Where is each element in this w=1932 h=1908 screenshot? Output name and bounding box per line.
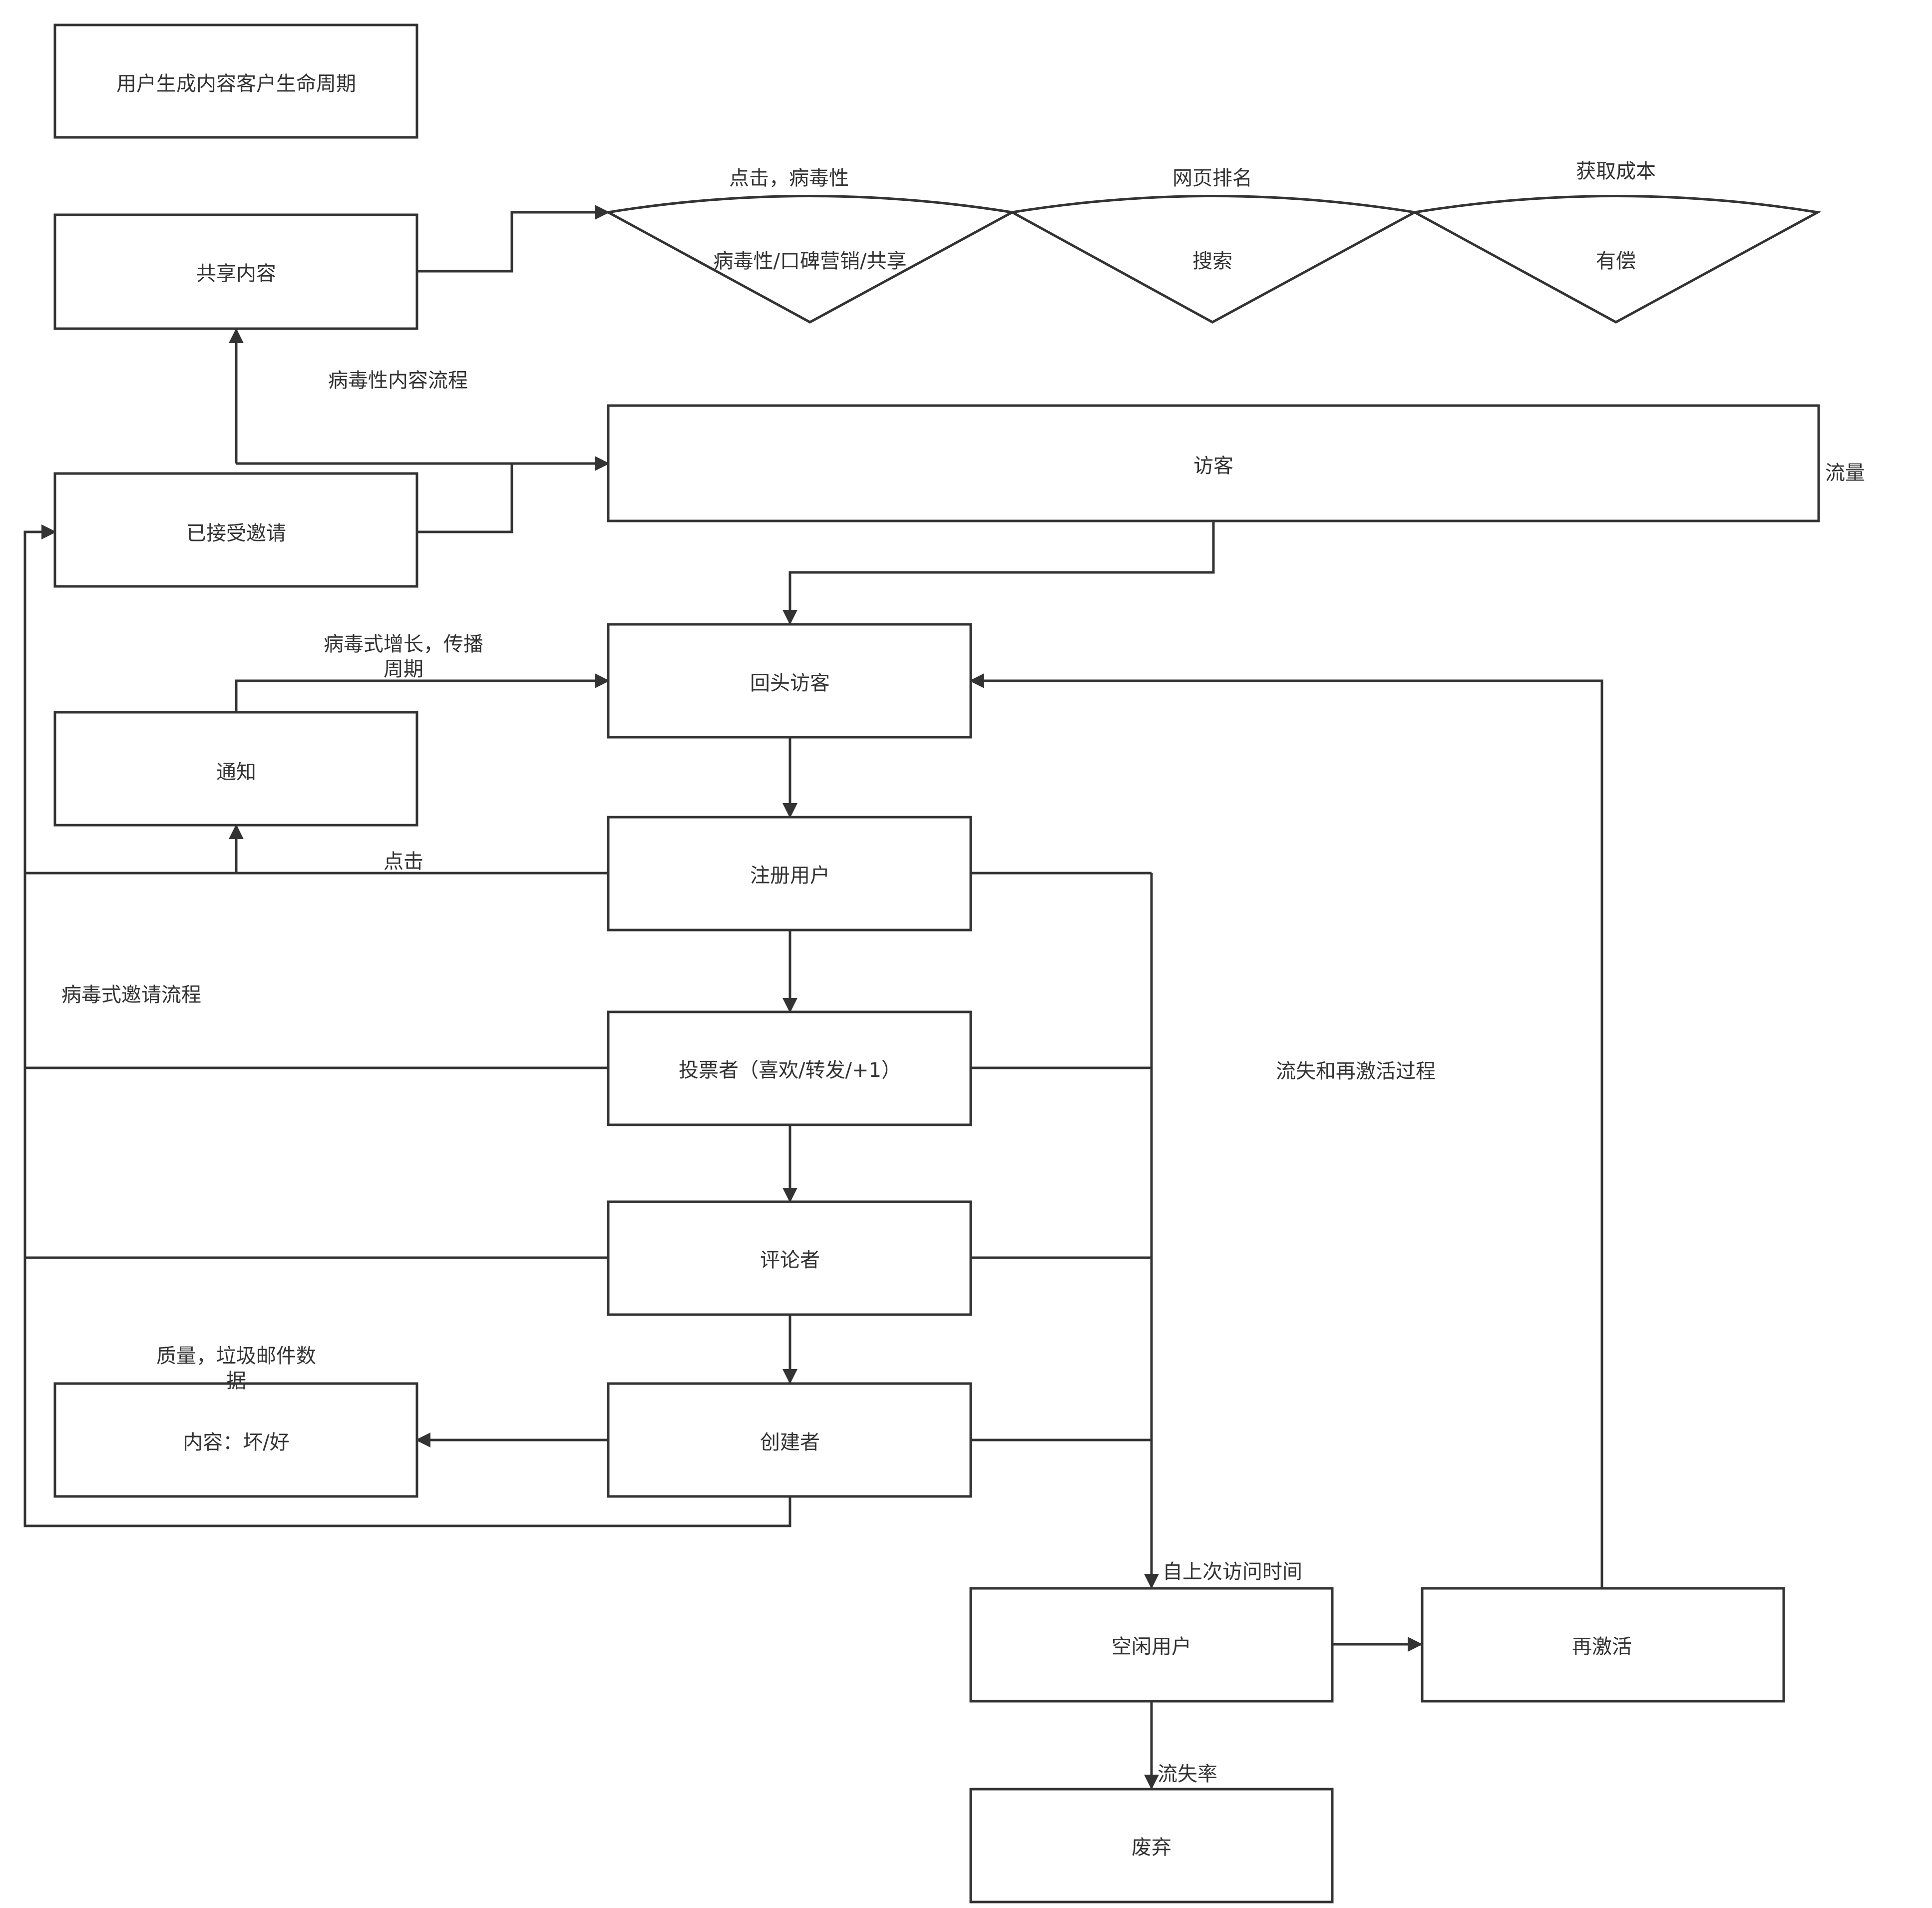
connector-notification-to-return (235, 673, 610, 713)
connectors (23, 205, 1603, 1790)
node-reactivate-label: 再激活 (1572, 1635, 1632, 1658)
node-notification-label: 通知 (216, 761, 256, 784)
node-visitor-label: 访客 (1193, 455, 1233, 477)
node-content-quality: 内容：坏/好 (53, 1382, 418, 1498)
label-viral-growth-line1: 病毒式增长，传播 (324, 633, 483, 656)
diagram-title: 用户生成内容客户生命周期 (116, 72, 356, 95)
funnel-search (1008, 195, 1419, 324)
node-return-visitor: 回头访客 (607, 623, 972, 739)
nodes: 用户生成内容客户生命周期 共享内容 已接受邀请 通知 内容：坏/好 访客 回头访… (53, 23, 1820, 1904)
funnel-paid (1411, 195, 1822, 324)
connector-reactivate-to-return (969, 673, 1603, 1587)
funnel-paid-inner-label: 有偿 (1596, 250, 1636, 273)
node-accepted-invite: 已接受邀请 (53, 472, 418, 588)
node-accepted-invite-label: 已接受邀请 (186, 522, 286, 545)
connector-accepted-to-junction (417, 464, 513, 533)
node-visitor: 访客 (607, 404, 1820, 522)
node-shared-content: 共享内容 (53, 213, 418, 330)
node-idle-user: 空闲用户 (969, 1587, 1334, 1703)
funnel-viral-top-label: 点击，病毒性 (729, 167, 849, 190)
funnel-search-inner-label: 搜索 (1192, 250, 1232, 273)
annotations: 病毒性内容流程 流量 病毒式增长，传播 周期 点击 病毒式邀请流程 流失和再激活… (61, 369, 1865, 1786)
node-shared-content-label: 共享内容 (196, 262, 276, 285)
node-content-quality-label: 内容：坏/好 (183, 1431, 289, 1454)
node-return-visitor-label: 回头访客 (750, 672, 830, 695)
funnel-search-top-label: 网页排名 (1172, 167, 1252, 190)
connector-visitor-to-return (782, 521, 1215, 625)
funnel-viral (604, 195, 1016, 324)
label-viral-growth-line2: 周期 (384, 658, 423, 681)
node-idle-user-label: 空闲用户 (1112, 1635, 1191, 1658)
funnel-paid-top-label: 获取成本 (1576, 160, 1656, 183)
node-registered-user: 注册用户 (607, 816, 972, 932)
node-registered-user-label: 注册用户 (750, 864, 830, 887)
node-abandoned-label: 废弃 (1132, 1836, 1171, 1859)
connector-shared-to-funnel (417, 205, 610, 273)
label-viral-invite-flow: 病毒式邀请流程 (61, 983, 201, 1006)
node-voter-label: 投票者（喜欢/转发/+1） (679, 1059, 901, 1082)
node-creator: 创建者 (607, 1382, 972, 1498)
funnel-group: 点击，病毒性 网页排名 获取成本 病毒性/口碑营销/共享 搜索 有偿 (604, 160, 1822, 324)
label-churn-reactivation: 流失和再激活过程 (1276, 1060, 1436, 1083)
node-notification: 通知 (53, 711, 418, 827)
node-abandoned: 废弃 (969, 1788, 1334, 1904)
connector-invite-loop (23, 524, 791, 1527)
label-quality-spam-line2: 据 (226, 1370, 246, 1393)
label-viral-content-flow: 病毒性内容流程 (328, 369, 468, 392)
title-box: 用户生成内容客户生命周期 (53, 23, 418, 139)
label-traffic: 流量 (1825, 462, 1865, 484)
node-reactivate: 再激活 (1421, 1587, 1785, 1703)
label-churn-rate: 流失率 (1158, 1763, 1217, 1786)
funnel-viral-inner-label: 病毒性/口碑营销/共享 (714, 250, 907, 273)
node-commenter-label: 评论者 (760, 1249, 820, 1272)
node-creator-label: 创建者 (760, 1431, 820, 1454)
node-voter: 投票者（喜欢/转发/+1） (607, 1010, 972, 1126)
node-commenter: 评论者 (607, 1200, 972, 1316)
label-click: 点击 (384, 850, 423, 873)
label-since-last-visit: 自上次访问时间 (1162, 1560, 1302, 1583)
label-quality-spam-line1: 质量，垃圾邮件数 (156, 1345, 316, 1368)
